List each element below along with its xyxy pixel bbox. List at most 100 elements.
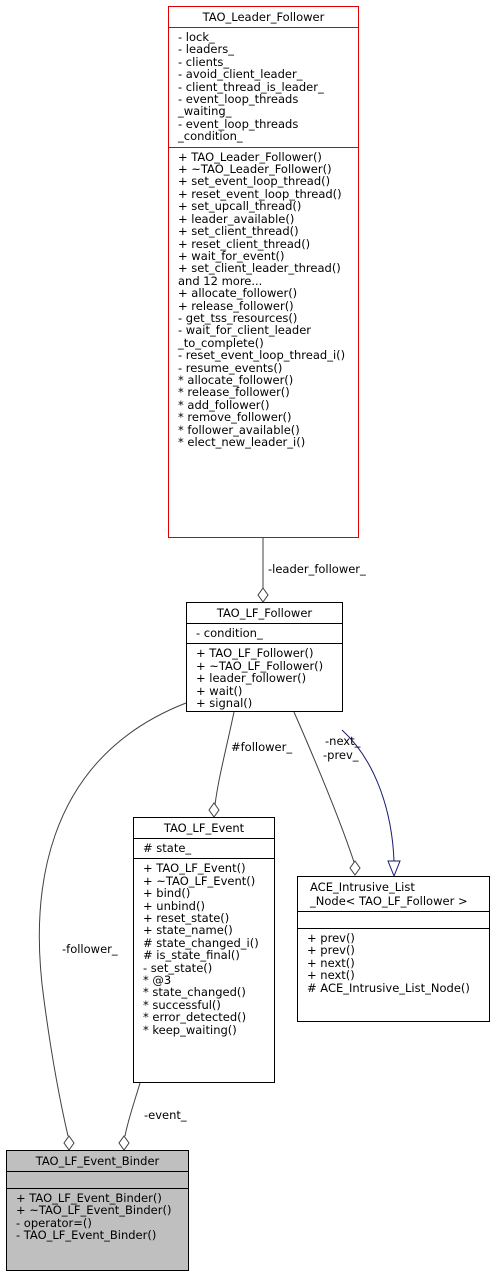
diamond-next-prev (349, 860, 361, 876)
member-line[interactable]: + ~TAO_LF_Event() (143, 873, 256, 888)
member-line[interactable]: + TAO_LF_Event_Binder() (16, 1191, 162, 1205)
label-follower-dash: -follower_ (62, 942, 118, 956)
methods-section: + TAO_LF_Event_Binder()+ ~TAO_LF_Event_B… (7, 1188, 188, 1246)
member-line[interactable]: + wait_for_event() (178, 248, 285, 263)
member-line[interactable]: # state_changed_i() (143, 935, 259, 950)
member-line[interactable]: + ~TAO_Leader_Follower() (178, 162, 332, 177)
member-line[interactable]: * follower_available() (178, 422, 300, 437)
class-name: TAO_LF_Follower (216, 606, 313, 620)
member-line[interactable]: - operator=() (16, 1215, 92, 1230)
member-line[interactable]: + wait() (196, 683, 243, 698)
class-tao-leader-follower[interactable]: TAO_Leader_Follower - lock_- leaders_- c… (168, 6, 359, 538)
class-tao-lf-event-binder[interactable]: TAO_LF_Event_Binder + TAO_LF_Event_Binde… (6, 1150, 189, 1271)
class-name-line-1: ACE_Intrusive_List (310, 880, 415, 894)
attributes-section: - condition_ (187, 623, 342, 643)
member-line[interactable]: + TAO_LF_Event() (143, 861, 246, 876)
attributes-section (7, 1171, 188, 1188)
class-name: TAO_LF_Event_Binder (35, 1154, 160, 1168)
member-line[interactable]: - avoid_client_leader_ (178, 67, 303, 82)
member-line[interactable]: + prev() (307, 943, 355, 958)
class-tao-lf-event[interactable]: TAO_LF_Event # state_ + TAO_LF_Event()+ … (133, 817, 275, 1083)
class-name: TAO_LF_Event (163, 821, 245, 835)
member-line[interactable]: - wait_for_client_leader (178, 323, 312, 338)
member-line[interactable]: - set_state() (143, 960, 213, 975)
member-line[interactable]: - get_tss_resources() (178, 310, 298, 325)
member-line[interactable]: - event_loop_threads (178, 116, 299, 131)
methods-section: + prev()+ prev()+ next()+ next()# ACE_In… (298, 928, 489, 998)
class-name: TAO_Leader_Follower (202, 10, 325, 24)
member-line[interactable]: - resume_events() (178, 360, 283, 375)
member-line[interactable]: - lock_ (178, 30, 215, 44)
member-line[interactable]: + set_client_thread() (178, 224, 299, 239)
member-line[interactable]: # state_ (143, 841, 192, 855)
member-line[interactable]: * release_follower() (178, 385, 290, 400)
member-line[interactable]: - reset_event_loop_thread_i() (178, 348, 346, 363)
member-line[interactable]: - condition_ (196, 626, 263, 640)
member-line[interactable]: + next() (307, 968, 355, 983)
class-name: ACE_Intrusive_List _Node< TAO_LF_Followe… (298, 877, 489, 911)
member-line[interactable]: + allocate_follower() (178, 286, 298, 301)
attributes-section: # state_ (134, 838, 274, 858)
member-line[interactable]: + reset_client_thread() (178, 236, 311, 251)
member-line[interactable]: + release_follower() (178, 298, 294, 313)
member-line[interactable]: - event_loop_threads (178, 92, 299, 107)
edge-inheritance (341, 729, 395, 862)
member-line[interactable]: * allocate_follower() (178, 372, 294, 387)
diamond-follower-hash (208, 802, 220, 818)
member-line[interactable]: + prev() (307, 931, 355, 945)
diamond-follower-dash (63, 1135, 75, 1151)
edge-follower-dash (38, 702, 187, 1137)
member-line[interactable]: - client_thread_is_leader_ (178, 79, 324, 94)
member-line[interactable]: * elect_new_leader_i() (178, 435, 306, 449)
class-name-line-2: _Node< TAO_LF_Follower > (310, 894, 468, 908)
methods-section: + TAO_LF_Event()+ ~TAO_LF_Event()+ bind(… (134, 858, 274, 1040)
member-line[interactable]: and 12 more... (178, 273, 263, 288)
member-line[interactable]: + unbind() (143, 898, 205, 913)
member-line[interactable]: + reset_state() (143, 911, 230, 926)
label-prev: -prev_ (323, 748, 359, 762)
member-line[interactable]: # ACE_Intrusive_List_Node() (307, 980, 470, 995)
member-line[interactable]: * add_follower() (178, 397, 270, 412)
attributes-section: - lock_- leaders_- clients_- avoid_clien… (169, 27, 358, 147)
member-line[interactable]: + set_event_loop_thread() (178, 174, 331, 189)
member-line[interactable]: + ~TAO_LF_Follower() (196, 658, 324, 673)
label-event: -event_ (144, 1108, 187, 1122)
label-next: -next_ (325, 734, 361, 748)
member-line[interactable]: - clients_ (178, 54, 230, 69)
label-leader-follower: -leader_follower_ (268, 562, 366, 576)
member-line[interactable]: + bind() (143, 886, 191, 901)
class-ace-intrusive-list-node[interactable]: ACE_Intrusive_List _Node< TAO_LF_Followe… (297, 876, 490, 1022)
attributes-section (298, 911, 489, 928)
member-line[interactable]: + reset_event_loop_thread() (178, 186, 342, 201)
member-line[interactable]: _condition_ (178, 129, 243, 144)
member-line[interactable]: + leader_available() (178, 211, 295, 226)
member-line[interactable]: + state_name() (143, 923, 233, 938)
member-line[interactable]: + next() (307, 955, 355, 970)
member-line[interactable]: * state_changed() (143, 985, 246, 1000)
member-line[interactable]: + TAO_LF_Follower() (196, 646, 314, 661)
member-line[interactable]: # is_state_final() (143, 948, 240, 963)
member-line[interactable]: - leaders_ (178, 42, 234, 57)
edge-event (124, 1082, 141, 1137)
member-line[interactable]: * successful() (143, 997, 221, 1012)
member-line[interactable]: + leader_follower() (196, 671, 307, 686)
member-line[interactable]: + set_client_leader_thread() (178, 261, 341, 276)
edge-follower-hash (214, 711, 235, 806)
inheritance-arrow (387, 860, 401, 878)
member-line[interactable]: * error_detected() (143, 1010, 247, 1025)
member-line[interactable]: + signal() (196, 696, 253, 711)
member-line[interactable]: + set_upcall_thread() (178, 199, 302, 214)
member-line[interactable]: * remove_follower() (178, 410, 292, 425)
diamond-event (118, 1135, 130, 1151)
member-line[interactable]: - TAO_LF_Event_Binder() (16, 1228, 157, 1243)
member-line[interactable]: _to_complete() (178, 335, 264, 350)
class-tao-lf-follower[interactable]: TAO_LF_Follower - condition_ + TAO_LF_Fo… (186, 602, 343, 712)
member-line[interactable]: * @3 (143, 973, 172, 988)
member-line[interactable]: + ~TAO_LF_Event_Binder() (16, 1203, 172, 1218)
member-line[interactable]: + TAO_Leader_Follower() (178, 149, 322, 164)
label-follower-hash: #follower_ (231, 740, 293, 754)
member-line[interactable]: * keep_waiting() (143, 1022, 237, 1037)
member-line[interactable]: _waiting_ (178, 104, 232, 119)
edge-next-prev (293, 711, 355, 863)
